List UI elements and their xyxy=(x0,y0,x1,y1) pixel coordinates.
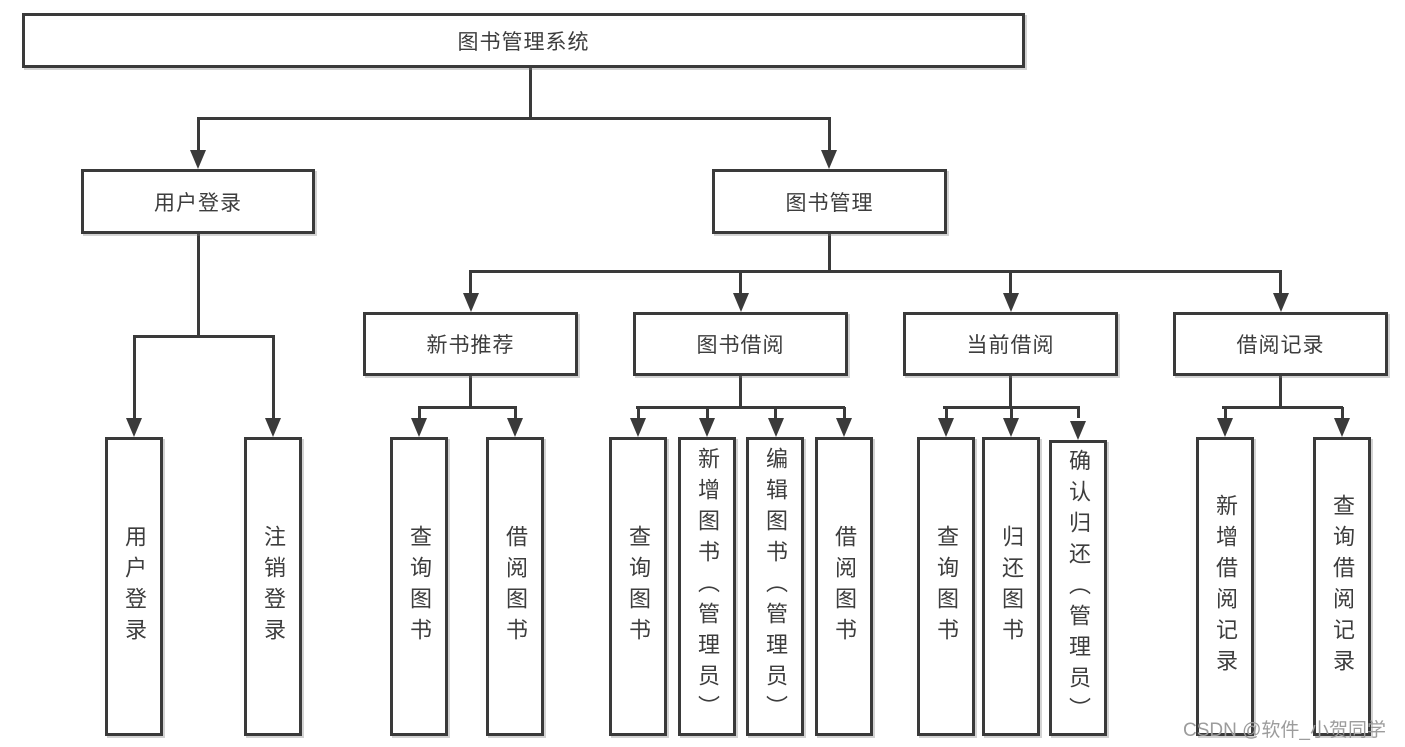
arrow-down-icon xyxy=(630,418,646,437)
arrow-down-icon xyxy=(1003,418,1019,437)
connector-stem-book-borrow xyxy=(739,376,742,407)
node-label: 查询图书 xyxy=(407,524,432,649)
arrow-down-icon xyxy=(732,293,749,312)
node-borrowing-records: 借阅记录 xyxy=(1173,312,1388,376)
arrow-down-icon xyxy=(1002,293,1019,312)
connector-shaft xyxy=(827,118,831,151)
node-label: 借阅图书 xyxy=(832,524,857,649)
connector-branch-level1 xyxy=(196,116,831,120)
arrow-down-icon xyxy=(821,150,837,169)
node-label: 注销登录 xyxy=(261,524,286,649)
node-current-borrowing: 当前借阅 xyxy=(903,312,1118,376)
connector-shaft xyxy=(1009,271,1012,294)
connector-shaft xyxy=(705,407,709,418)
node-book-borrowing: 图书借阅 xyxy=(633,312,848,376)
connector-stem-new-books xyxy=(469,376,472,407)
node-label: 借阅记录 xyxy=(1236,334,1325,357)
arrow-down-icon xyxy=(1272,293,1289,312)
connector-shaft xyxy=(132,336,136,418)
connector-shaft xyxy=(271,336,275,418)
connector-shaft xyxy=(1076,407,1080,418)
leaf-add-books-admin: 新增图书（管理员） xyxy=(678,437,736,736)
arrow-down-icon xyxy=(462,293,479,312)
node-label: 查询图书 xyxy=(934,524,959,649)
leaf-query-borrow-record: 查询借阅记录 xyxy=(1313,437,1371,736)
leaf-confirm-return-admin: 确认归还（管理员） xyxy=(1049,440,1107,736)
connector-branch-user-login xyxy=(132,334,275,338)
connector-shaft xyxy=(1009,407,1013,418)
node-label: 用户登录 xyxy=(122,524,147,649)
connector-stem-current-borrow xyxy=(1009,376,1012,407)
arrow-down-icon xyxy=(190,150,206,169)
node-label: 图书管理系统 xyxy=(457,30,590,54)
arrow-down-icon xyxy=(767,418,784,437)
node-user-login: 用户登录 xyxy=(81,169,315,234)
node-label: 新书推荐 xyxy=(426,334,515,357)
leaf-query-books: 查询图书 xyxy=(609,437,667,736)
connector-shaft xyxy=(774,407,777,418)
node-label: 查询借阅记录 xyxy=(1330,493,1355,680)
connector-shaft xyxy=(1340,407,1344,418)
connector-shaft xyxy=(1279,271,1282,294)
arrow-down-icon xyxy=(836,418,852,437)
arrow-down-icon xyxy=(411,418,427,437)
node-label: 编辑图书（管理员） xyxy=(763,447,788,726)
connector-branch-borrow-records xyxy=(1221,405,1343,409)
connector-branch-book-borrow xyxy=(635,405,845,409)
node-label: 归还图书 xyxy=(999,524,1024,649)
leaf-query-books: 查询图书 xyxy=(917,437,975,736)
leaf-logout: 注销登录 xyxy=(244,437,302,736)
arrow-down-icon xyxy=(938,418,954,437)
connector-stem-root xyxy=(528,68,532,118)
csdn-watermark: CSDN @软件_小贺同学 xyxy=(1183,720,1386,741)
node-label: 用户登录 xyxy=(154,191,242,215)
node-library-management-system: 图书管理系统 xyxy=(22,13,1025,68)
arrow-down-icon xyxy=(507,418,523,437)
connector-shaft xyxy=(739,271,742,294)
connector-branch-book-mgmt xyxy=(469,269,1282,273)
leaf-user-login: 用户登录 xyxy=(105,437,163,736)
arrow-down-icon xyxy=(126,418,142,437)
connector-stem-borrow-records xyxy=(1279,376,1282,407)
connector-shaft xyxy=(417,407,421,418)
leaf-borrow-books: 借阅图书 xyxy=(486,437,544,736)
arrow-down-icon xyxy=(699,418,715,437)
arrow-down-icon xyxy=(265,418,281,437)
connector-shaft xyxy=(944,407,948,418)
node-book-management: 图书管理 xyxy=(712,169,947,234)
connector-shaft xyxy=(469,271,472,294)
node-label: 图书管理 xyxy=(785,191,874,215)
connector-shaft xyxy=(196,118,200,151)
connector-stem-book-mgmt xyxy=(827,234,831,271)
node-new-book-recommend: 新书推荐 xyxy=(363,312,578,376)
connector-stem-user-login xyxy=(196,234,200,336)
node-label: 新增借阅记录 xyxy=(1213,493,1238,680)
connector-shaft xyxy=(636,407,640,418)
arrow-down-icon xyxy=(1217,418,1233,437)
node-label: 查询图书 xyxy=(626,524,651,649)
connector-shaft xyxy=(1223,407,1227,418)
node-label: 新增图书（管理员） xyxy=(695,447,720,726)
connector-branch-new-books xyxy=(417,405,517,409)
arrow-down-icon xyxy=(1070,421,1086,440)
leaf-add-borrow-record: 新增借阅记录 xyxy=(1196,437,1254,736)
node-label: 当前借阅 xyxy=(966,334,1055,357)
leaf-return-books: 归还图书 xyxy=(982,437,1040,736)
arrow-down-icon xyxy=(1334,418,1350,437)
connector-shaft xyxy=(513,407,517,418)
connector-shaft xyxy=(842,407,846,418)
leaf-borrow-books: 借阅图书 xyxy=(815,437,873,736)
leaf-query-books: 查询图书 xyxy=(390,437,448,736)
node-label: 借阅图书 xyxy=(503,524,528,649)
node-label: 图书借阅 xyxy=(696,334,785,357)
leaf-edit-books-admin: 编辑图书（管理员） xyxy=(746,437,804,736)
node-label: 确认归还（管理员） xyxy=(1066,448,1091,728)
